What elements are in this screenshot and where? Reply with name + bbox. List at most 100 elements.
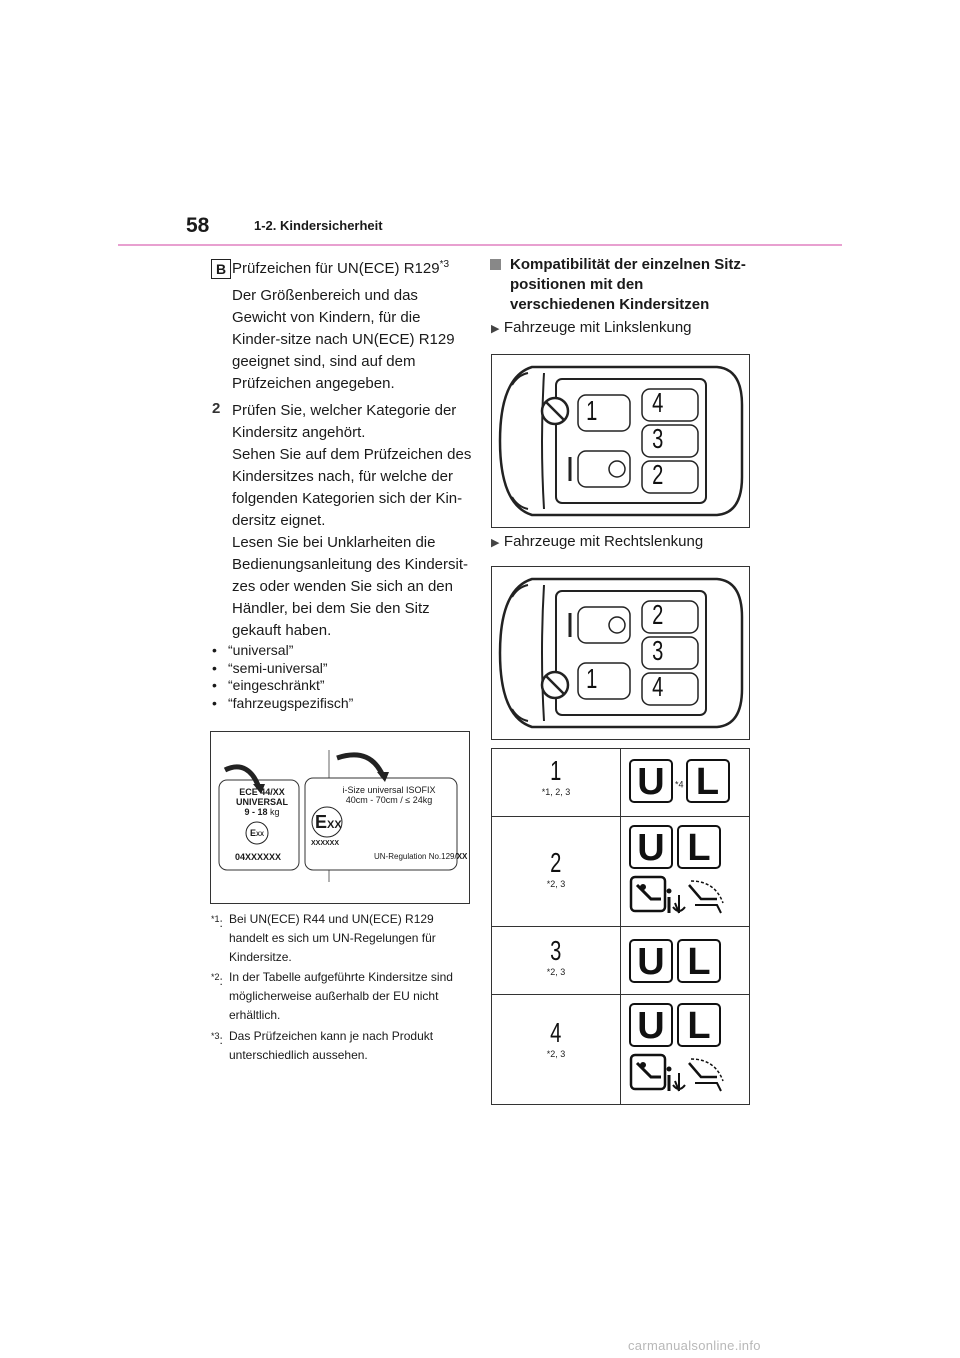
compatibility-heading: Kompatibilität der einzelnen Sitz-positi… [510, 256, 746, 313]
seat-number-text: 1 [550, 755, 562, 786]
seat-number-4: 4 [650, 387, 666, 419]
step-text-2: Sehen Sie auf dem Prüfzeichen des Kinder… [232, 446, 472, 529]
footnote-2: *2:In der Tabelle aufgeführte Kindersitz… [211, 968, 471, 1025]
footnote-text: Das Prüfzeichen kann je nach Produkt unt… [229, 1029, 434, 1062]
label-b-badge: B [211, 259, 231, 279]
footnote-text: Bei UN(ECE) R44 und UN(ECE) R129 handelt… [229, 912, 436, 964]
rhd-subheading: ▶ Fahrzeuge mit Rechtslenkung [491, 533, 703, 551]
seat-number-text: 1 [586, 395, 598, 426]
seat-number-text: 4 [652, 671, 664, 702]
triangle-right-icon: ▶ [491, 323, 500, 335]
page-number: 58 [186, 214, 210, 237]
step-text: Prüfen Sie, welcher Kategorie der Kinder… [232, 400, 472, 642]
vehicle-specific-icon: L [685, 759, 730, 803]
table-note: *2, 3 [546, 967, 566, 977]
table-cell-seat: 2 *2, 3 [491, 816, 621, 927]
label-a-text: ECE 44/XX UNIVERSAL 9 - 18 kg [223, 787, 301, 817]
seat-number-text: 3 [550, 935, 562, 966]
label-a-reg: 44/ [260, 787, 273, 797]
child-seat-isofix-icon [629, 875, 724, 914]
seat-number-text: 3 [652, 423, 664, 454]
footnote-1: *1:Bei UN(ECE) R44 und UN(ECE) R129 hand… [211, 910, 471, 967]
footnote-key: *2 [211, 972, 220, 982]
lhd-label: Fahrzeuge mit Linkslenkung [503, 319, 692, 336]
label-a-xx: XX [272, 787, 285, 797]
label-b-img-range: 40cm - 70cm / ≤ 24kg [345, 795, 433, 805]
approval-labels-figure: ECE 44/XX UNIVERSAL 9 - 18 kg EXX 04XXXX… [210, 731, 470, 904]
footnote-text: In der Tabelle aufgeführte Kindersitze s… [229, 970, 453, 1022]
label-a-code: 04XXXXXX [235, 852, 282, 862]
seat-number-4: 4 [650, 671, 666, 703]
label-b-title: Prüfzeichen für UN(ECE) R129*3 [232, 259, 449, 277]
label-b-title-text: Prüfzeichen für UN(ECE) R129 [232, 260, 440, 277]
watermark: carmanualsonline.info [628, 1338, 761, 1353]
table-cell-seat: 4 *2, 3 [491, 994, 621, 1105]
step-text-3: Lesen Sie bei Unklarheiten die Bedienung… [232, 534, 468, 639]
label-a-universal: UNIVERSAL [235, 797, 288, 807]
label-a-emark-x: XX [256, 832, 265, 838]
category-list: “universal” “semi-universal” “eingeschrä… [212, 642, 472, 712]
list-item: “fahrzeugspezifisch” [212, 695, 472, 713]
lhd-subheading: ▶ Fahrzeuge mit Linkslenkung [491, 319, 692, 337]
triangle-right-icon: ▶ [491, 537, 500, 549]
heading-square-icon [490, 259, 501, 270]
seat-number-1: 1 [584, 395, 600, 427]
label-b-reg-xx: XX [456, 852, 468, 861]
rhd-label: Fahrzeuge mit Rechtslenkung [503, 533, 704, 550]
seat-number-2: 2 [650, 459, 666, 491]
footnote-key: *1 [211, 914, 220, 924]
label-b-emark-x: XX [327, 819, 342, 831]
step-text-1: Prüfen Sie, welcher Kategorie der Kinder… [232, 402, 457, 441]
table-cell-seat: 3 *2, 3 [491, 926, 621, 995]
section-title: 1-2. Kindersicherheit [254, 218, 383, 233]
label-b-description: Der Größenbereich und das Gewicht von Ki… [232, 287, 455, 392]
label-b-emark-e: E [315, 812, 328, 832]
table-note: *2, 3 [546, 1049, 566, 1059]
label-b-img-text: i-Size universal ISOFIX 40cm - 70cm / ≤ … [321, 785, 457, 805]
seat-number-text: 2 [652, 459, 664, 490]
universal-icon: U [629, 759, 673, 803]
table-note: *2, 3 [546, 879, 566, 889]
label-a-weight-line: 9 - 18 kg [223, 807, 301, 817]
vehicle-specific-icon: L [677, 939, 721, 983]
footnote-key: *3 [211, 1031, 220, 1041]
label-a-header: ECE 44/XX [223, 787, 301, 797]
seat-number-text: 4 [550, 1017, 562, 1048]
seat-number-text: 2 [652, 599, 664, 630]
universal-icon: U [629, 939, 673, 983]
label-b-regulation: UN-Regulation No.129/XX [374, 852, 467, 861]
vehicle-specific-icon: L [677, 1003, 721, 1047]
rhd-car-illustration [498, 577, 744, 729]
child-seat-isofix-icon [629, 1053, 724, 1092]
label-a-ece: ECE [239, 787, 258, 797]
label-b-code: XXXXXX [311, 840, 340, 847]
lhd-car-diagram: 1 4 3 2 [491, 354, 750, 528]
label-b-img-title: i-Size universal ISOFIX [342, 785, 436, 795]
universal-icon: U [629, 825, 673, 869]
list-item: “semi-universal” [212, 660, 472, 678]
step-number: 2 [212, 400, 221, 417]
label-a-weight: 9 - 18 [244, 807, 268, 817]
isofix-icons [629, 873, 749, 922]
label-a-emark-e: E [250, 828, 257, 838]
universal-icon: U [629, 1003, 673, 1047]
vehicle-specific-icon: L [677, 825, 721, 869]
seat-number-2: 2 [650, 599, 666, 631]
seat-number-text: 2 [550, 847, 562, 878]
approval-labels-illustration [218, 750, 458, 882]
header-rule [118, 244, 842, 246]
label-a-emark: EXX [250, 828, 264, 838]
footnote-3: *3:Das Prüfzeichen kann je nach Produkt … [211, 1027, 471, 1065]
label-b-emark: EXX [315, 812, 342, 833]
rhd-car-diagram: 2 3 1 4 [491, 566, 750, 740]
table-note: *1, 2, 3 [541, 787, 571, 797]
seat-number-3: 3 [650, 635, 666, 667]
